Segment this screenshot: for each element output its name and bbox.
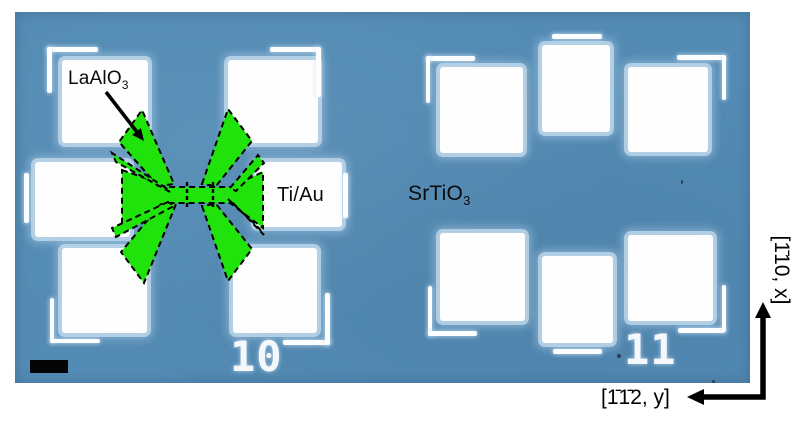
- laalo3-mesa-arm: [200, 106, 254, 188]
- electrode-pad: [628, 67, 708, 152]
- alignment-bracket: [270, 47, 320, 52]
- laalo3-mesa-probe: [110, 200, 174, 239]
- axis-x-label: [1̄10, x]: [770, 235, 793, 305]
- alignment-bracket: [50, 339, 100, 343]
- electrode-pad: [628, 235, 713, 321]
- alignment-bracket: [50, 298, 54, 343]
- dust-speck: [712, 380, 715, 383]
- device-number-11: 11: [624, 325, 677, 374]
- alignment-bracket: [283, 340, 330, 345]
- alignment-bracket: [47, 47, 52, 93]
- alignment-bracket: [426, 56, 430, 103]
- alignment-bracket: [677, 55, 725, 60]
- scale-bar: [30, 360, 68, 373]
- electrode-pad: [255, 162, 342, 227]
- micrograph-image: LaAlO3 Ti/Au SrTiO3 10 11: [15, 12, 750, 383]
- laalo3-mesa-graphic: [104, 90, 266, 286]
- electrode-pad: [542, 45, 610, 132]
- electrode-pad: [233, 248, 317, 333]
- srtio3-label-sub: 3: [463, 193, 471, 209]
- laalo3-mesa-arm: [119, 203, 178, 286]
- electrode-pad: [440, 233, 525, 321]
- alignment-bracket: [24, 173, 29, 223]
- laalo3-label-sub: 3: [121, 78, 129, 92]
- laalo3-arrow-icon: [104, 90, 144, 141]
- alignment-bracket: [325, 293, 330, 345]
- alignment-bracket: [553, 349, 602, 354]
- laalo3-mesa-arm: [200, 202, 254, 284]
- alignment-bracket: [426, 56, 475, 61]
- laalo3-mesa-probe: [109, 150, 171, 193]
- dust-speck: [681, 180, 683, 184]
- alignment-bracket: [428, 286, 432, 336]
- electrode-pad: [35, 162, 130, 237]
- alignment-bracket: [552, 34, 602, 39]
- laalo3-label-text: LaAlO: [68, 68, 122, 89]
- srtio3-label-text: SrTiO: [408, 182, 464, 205]
- electrode-pad: [440, 67, 523, 153]
- dust-speck: [617, 354, 621, 358]
- laalo3-label: LaAlO3: [68, 68, 129, 92]
- srtio3-label: SrTiO3: [408, 182, 471, 208]
- alignment-bracket: [47, 47, 98, 52]
- device-number-10: 10: [230, 332, 283, 381]
- alignment-bracket: [428, 331, 477, 336]
- axis-y-label: [1̄1̄2, y]: [601, 386, 670, 409]
- alignment-bracket: [343, 173, 348, 218]
- laalo3-mesa-probe: [228, 153, 266, 193]
- alignment-bracket: [722, 285, 726, 332]
- alignment-bracket: [316, 47, 321, 97]
- left-arrowhead-icon: [687, 389, 704, 405]
- tiau-label: Ti/Au: [277, 184, 324, 207]
- tiau-label-text: Ti/Au: [277, 184, 324, 206]
- laalo3-mesa-probe: [227, 198, 265, 236]
- alignment-bracket: [722, 55, 726, 100]
- electrode-pad: [542, 256, 613, 343]
